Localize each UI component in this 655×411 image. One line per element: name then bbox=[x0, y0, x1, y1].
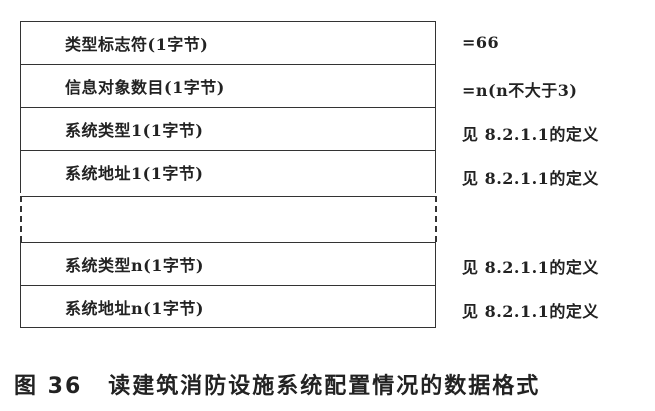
figure-caption: 图 36 读建筑消防设施系统配置情况的数据格式 bbox=[14, 368, 540, 400]
field-desc-object-count: =n(n不大于3) bbox=[462, 81, 578, 100]
field-desc-system-type-1: 见 8.2.1.1的定义 bbox=[462, 125, 599, 144]
figure-number: 图 36 bbox=[14, 374, 83, 399]
field-label: 系统类型1(1字节) bbox=[65, 121, 204, 140]
ellipsis-gap bbox=[20, 196, 437, 242]
field-desc-type-flag: =66 bbox=[462, 33, 500, 52]
field-label: 系统地址1(1字节) bbox=[65, 164, 204, 183]
figure-title: 读建筑消防设施系统配置情况的数据格式 bbox=[108, 374, 541, 399]
field-row-system-type-1: 系统类型1(1字节) bbox=[21, 107, 435, 150]
field-row-system-type-n: 系统类型n(1字节) bbox=[21, 242, 435, 285]
field-label: 系统地址n(1字节) bbox=[65, 298, 204, 318]
field-row-system-address-1: 系统地址1(1字节) bbox=[21, 150, 435, 193]
field-desc-system-address-n: 见 8.2.1.1的定义 bbox=[462, 302, 599, 321]
field-label: 系统类型n(1字节) bbox=[65, 256, 204, 275]
field-label: 信息对象数目(1字节) bbox=[65, 78, 225, 97]
field-row-type-flag: 类型标志符(1字节) bbox=[21, 21, 435, 64]
field-row-object-count: 信息对象数目(1字节) bbox=[21, 64, 435, 107]
field-desc-system-type-n: 见 8.2.1.1的定义 bbox=[462, 258, 599, 277]
field-desc-system-address-1: 见 8.2.1.1的定义 bbox=[462, 169, 599, 188]
field-row-system-address-n: 系统地址n(1字节) bbox=[21, 285, 435, 328]
field-label: 类型标志符(1字节) bbox=[65, 35, 209, 54]
frame-block-top: 类型标志符(1字节) 信息对象数目(1字节) 系统类型1(1字节) 系统地址1(… bbox=[20, 21, 436, 193]
frame-block-bottom: 系统类型n(1字节) 系统地址n(1字节) bbox=[20, 242, 436, 328]
